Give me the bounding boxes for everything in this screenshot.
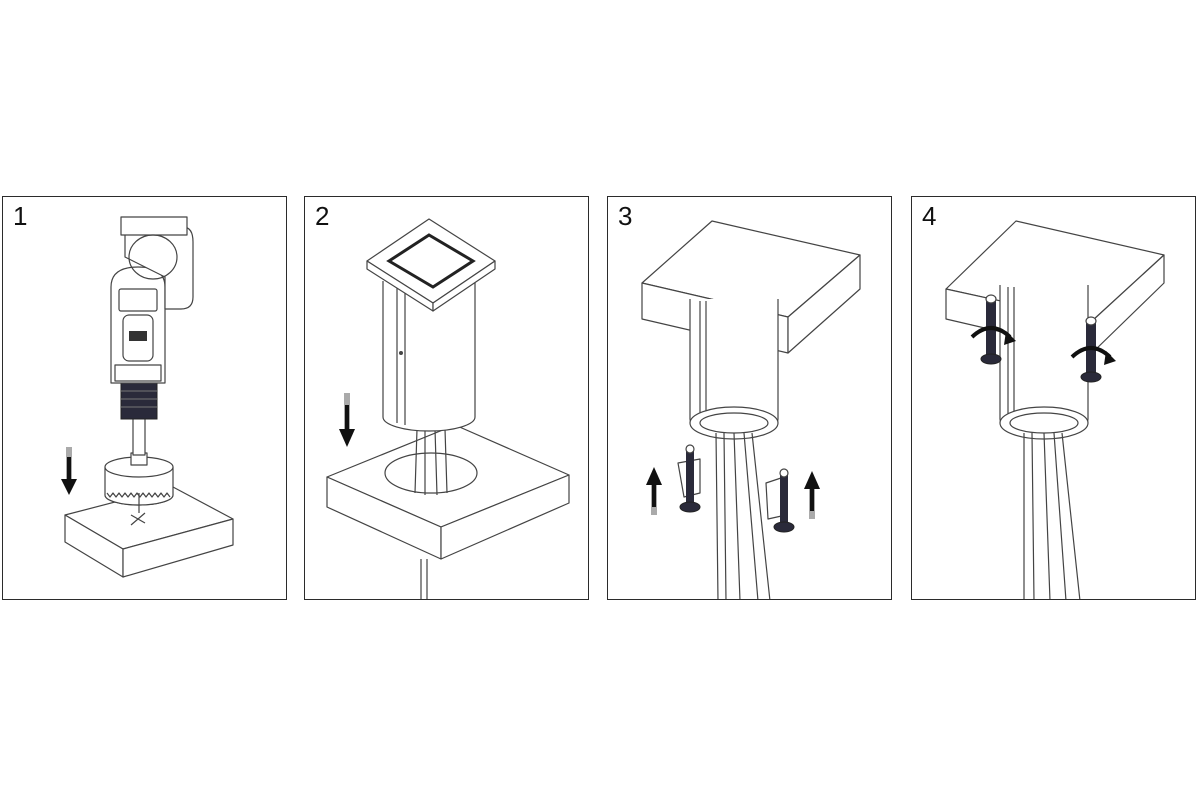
insert-socket-icon [326,218,570,599]
step-number-2: 2 [315,201,330,231]
drill-hole-saw-icon [61,216,234,578]
step-panel-3: 3 [607,196,892,600]
step-panel-2: 2 [304,196,589,600]
step-number-1: 1 [13,201,28,231]
step-number-4: 4 [922,201,937,231]
step-panel-1: 1 [2,196,287,600]
step-panel-4: 4 [911,196,1196,600]
step-number-3: 3 [618,201,633,231]
tighten-screws-icon [945,220,1165,599]
attach-clamps-icon [641,220,861,599]
